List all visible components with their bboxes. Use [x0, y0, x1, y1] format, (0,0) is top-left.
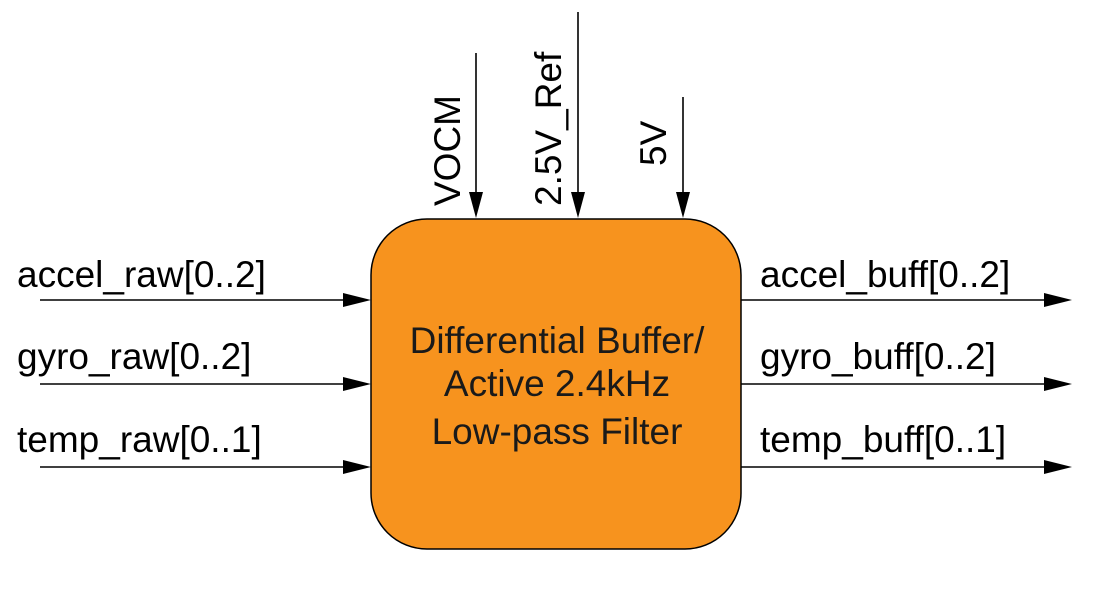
vocm-arrowhead	[469, 192, 483, 218]
block-text-line-1: Differential Buffer/	[410, 320, 706, 361]
accel-raw-label: accel_raw[0..2]	[17, 254, 266, 295]
temp-raw-arrowhead	[343, 460, 371, 474]
temp-raw-label: temp_raw[0..1]	[17, 419, 262, 460]
supply-5v-arrowhead	[676, 192, 690, 218]
accel-raw-arrowhead	[343, 293, 371, 307]
supply-5v-label: 5V	[633, 120, 674, 166]
vocm-label: VOCM	[427, 95, 468, 206]
accel-buff-label: accel_buff[0..2]	[760, 254, 1010, 295]
block-text-line-3: Low-pass Filter	[432, 411, 683, 452]
gyro-buff-arrowhead	[1044, 377, 1072, 391]
gyro-buff-label: gyro_buff[0..2]	[760, 336, 996, 377]
temp-buff-arrowhead	[1044, 460, 1072, 474]
ref-2v5-arrowhead	[571, 192, 585, 218]
block-text-line-2: Active 2.4kHz	[444, 363, 670, 404]
gyro-raw-arrowhead	[343, 377, 371, 391]
gyro-raw-label: gyro_raw[0..2]	[17, 336, 251, 377]
temp-buff-label: temp_buff[0..1]	[760, 419, 1006, 460]
ref-2v5-label: 2.5V_Ref	[528, 51, 569, 206]
accel-buff-arrowhead	[1044, 293, 1072, 307]
